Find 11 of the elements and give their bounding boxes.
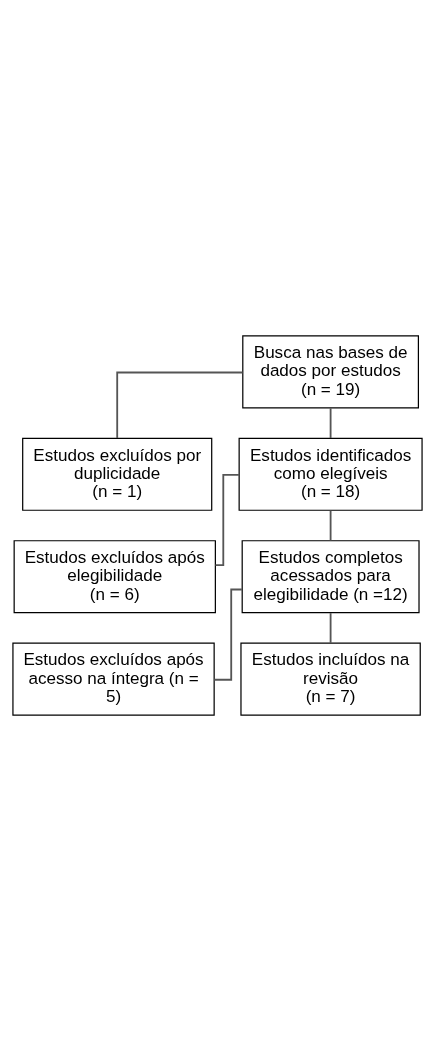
- node-box: Estudos completos acessados para elegibilidade (n =12): [241, 539, 420, 613]
- node-box: Estudos excluídos por duplicidade (n = 1): [22, 437, 213, 511]
- connector: [116, 371, 244, 439]
- connector: [329, 509, 332, 541]
- node-box: Estudos excluídos após elegibilidade (n = 6): [13, 539, 216, 613]
- node-box: Estudos identificados como elegíveis (n = 18): [238, 437, 423, 511]
- connector: [329, 406, 332, 439]
- connector: [329, 611, 332, 644]
- node-box: Busca nas bases de dados por estudos (n = 19): [242, 334, 419, 408]
- node-box: Estudos excluídos após acesso na íntegra (n = 5): [12, 642, 215, 716]
- node-box: Estudos incluídos na revisão (n = 7): [240, 642, 421, 716]
